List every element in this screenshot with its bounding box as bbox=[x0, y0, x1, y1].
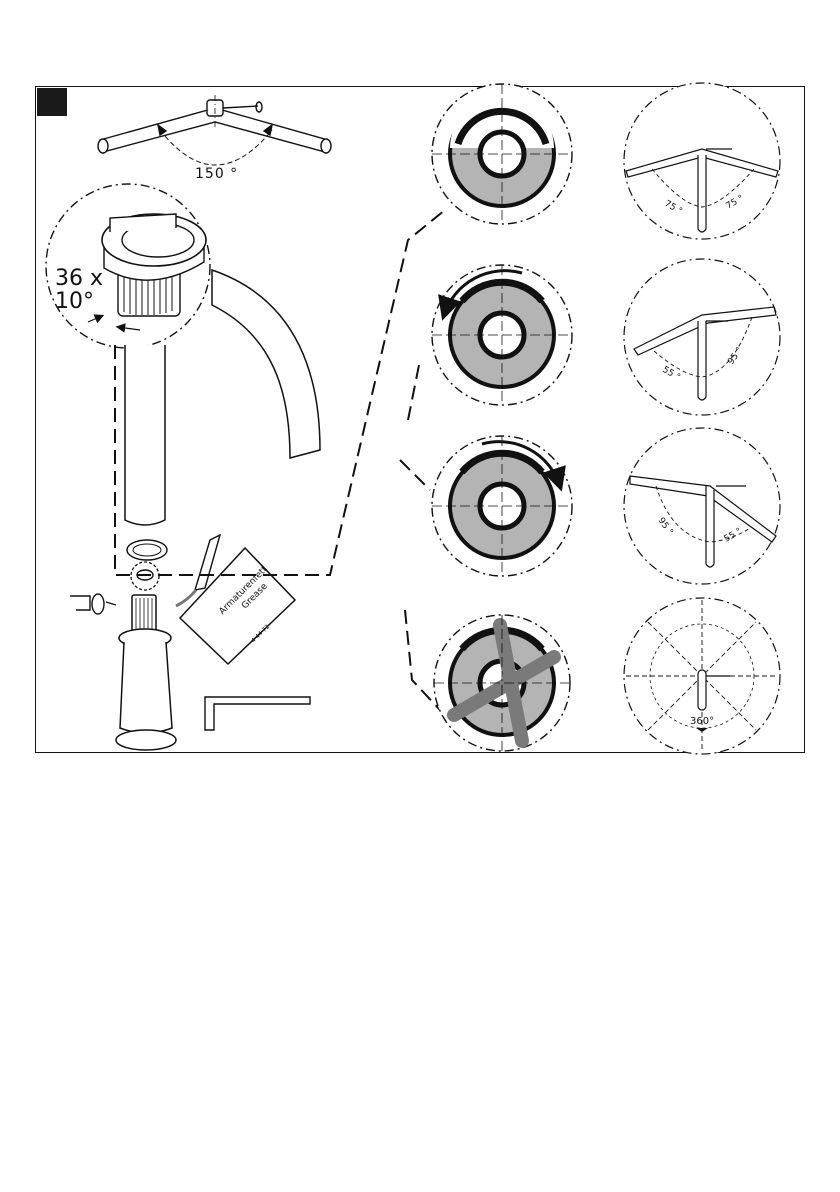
orientation-diagram-1: 75 ° 75 ° bbox=[624, 83, 780, 239]
cartridge-circle-4 bbox=[434, 615, 570, 751]
orientation-4-center: 360° bbox=[690, 716, 714, 727]
o-ring bbox=[127, 540, 167, 560]
detent-angle-label: 10° bbox=[55, 289, 94, 314]
orientation-diagram-3: 95 ° 55 ° bbox=[624, 428, 780, 584]
allen-key-icon bbox=[205, 697, 310, 730]
orientation-diagram-2: 55 ° 95 ° bbox=[624, 259, 780, 415]
detent-count-label: 36 x bbox=[55, 266, 103, 291]
spout-angle-diagram bbox=[98, 95, 331, 165]
cartridge-circle-3 bbox=[432, 436, 572, 576]
cartridge-circle-2 bbox=[432, 265, 572, 405]
faucet-base bbox=[116, 595, 176, 750]
grease-packet: Armaturenfett Grease 4 44 72 bbox=[180, 548, 299, 664]
spout-angle-label: 150 ° bbox=[195, 166, 238, 182]
orientation-diagram-4: 360° bbox=[624, 598, 780, 754]
wrench-icon bbox=[70, 594, 116, 614]
cartridge-circle-1 bbox=[432, 84, 572, 224]
